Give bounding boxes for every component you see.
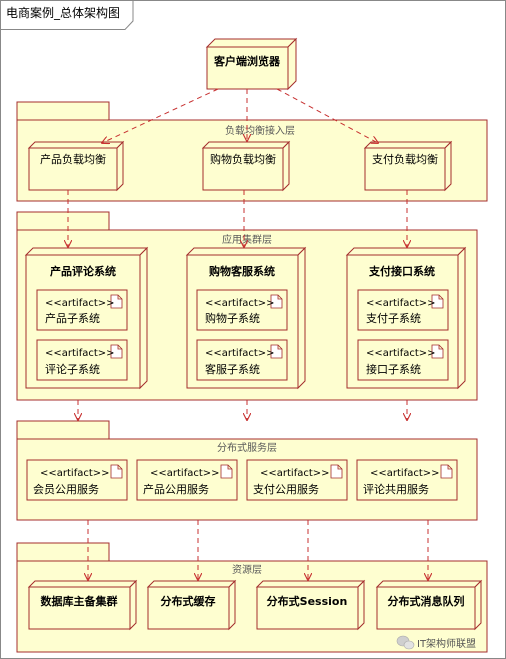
service-artifact: <<artifact>> 产品公用服务 [136,459,238,501]
service-label: 会员公用服务 [33,483,99,496]
artifact-label: 客服子系统 [205,362,260,376]
app-node-title: 产品评论系统 [50,264,116,278]
layer-lb-name: 负载均衡接入层 [225,124,295,137]
app-node-payment-interface: 支付接口系统 <<artifact>> 支付子系统 <<artifact>> 接… [345,246,467,390]
artifact-stereotype: <<artifact>> [45,298,115,309]
resource-node-mq: 分布式消息队列 [375,579,483,631]
artifact-label: 购物子系统 [205,311,260,325]
dependency-arrow [276,88,378,143]
artifact-label: 接口子系统 [366,363,421,376]
artifact-stereotype: <<artifact>> [150,468,220,479]
lb-node-product: 产品负载均衡 [27,140,125,192]
artifact-icon [431,344,444,359]
artifact-icon [270,294,283,309]
artifact-stereotype: <<artifact>> [370,468,440,479]
artifact-stereotype: <<artifact>> [45,348,115,359]
artifact: <<artifact>> 评论子系统 [36,339,128,381]
resource-label: 数据库主备集群 [41,594,118,608]
app-node-shopping-service: 购物客服系统 <<artifact>> 购物子系统 <<artifact>> 客… [185,246,307,390]
layer-load-balancing: 负载均衡接入层 产品负载均衡 购物负载均衡 支付负载均衡 [16,101,488,202]
frame-title: 电商案例_总体架构图 [6,5,120,20]
artifact-stereotype: <<artifact>> [260,468,330,479]
lb-node-label: 购物负载均衡 [210,152,276,166]
app-node-product-review: 产品评论系统 <<artifact>> 产品子系统 <<artifact>> 评… [24,246,149,390]
artifact-icon [330,464,343,479]
layer-svc-name: 分布式服务层 [217,441,277,454]
dependency-arrow [102,88,219,143]
wechat-icon [396,635,415,650]
resource-node-session: 分布式Session [255,579,366,631]
lb-node-payment: 支付负载均衡 [363,140,453,192]
artifact: <<artifact>> 接口子系统 [357,339,449,381]
artifact-icon [110,294,123,309]
resource-label: 分布式消息队列 [388,594,465,608]
artifact-label: 产品子系统 [45,311,100,325]
resource-label: 分布式Session [267,594,348,608]
service-label: 评论共用服务 [363,482,429,496]
artifact-icon [440,464,453,479]
lb-node-label: 产品负载均衡 [40,152,106,166]
layer-resources: 资源层 数据库主备集群 分布式缓存 分布式Session 分布式消息队列 [16,542,488,653]
service-artifact: <<artifact>> 会员公用服务 [26,459,128,501]
artifact-stereotype: <<artifact>> [40,468,110,479]
artifact-label: 支付子系统 [366,312,421,325]
artifact-label: 评论子系统 [45,362,100,376]
resource-node-db: 数据库主备集群 [27,579,138,631]
dependencies [68,88,428,580]
service-artifact: <<artifact>> 支付公用服务 [246,459,348,501]
artifact: <<artifact>> 购物子系统 [196,289,288,331]
resource-node-cache: 分布式缓存 [146,579,237,631]
artifact-icon [270,344,283,359]
lb-node-label: 支付负载均衡 [372,152,438,166]
resource-label: 分布式缓存 [161,594,216,608]
artifact-stereotype: <<artifact>> [205,348,275,359]
service-label: 产品公用服务 [143,482,209,496]
artifact: <<artifact>> 产品子系统 [36,289,128,331]
service-artifact: <<artifact>> 评论共用服务 [356,459,458,501]
lb-node-shopping: 购物负载均衡 [201,140,291,192]
service-label: 支付公用服务 [253,483,319,496]
artifact-icon [220,464,233,479]
layer-app-cluster: 应用集群层 产品评论系统 <<artifact>> 产品子系统 <<artifa… [16,211,478,401]
watermark: IT架构师联盟 [396,635,476,650]
artifact: <<artifact>> 支付子系统 [357,289,449,331]
artifact: <<artifact>> 客服子系统 [196,339,288,381]
layer-distributed-services: 分布式服务层 <<artifact>> 会员公用服务 <<artifact>> … [16,420,478,521]
artifact-icon [110,344,123,359]
app-node-title: 购物客服系统 [209,264,275,278]
artifact-icon [110,464,123,479]
layer-res-name: 资源层 [232,563,262,576]
artifact-stereotype: <<artifact>> [205,298,275,309]
watermark-text: IT架构师联盟 [417,637,476,650]
layer-app-name: 应用集群层 [222,233,272,246]
app-node-title: 支付接口系统 [368,264,435,278]
artifact-stereotype: <<artifact>> [366,298,436,309]
artifact-stereotype: <<artifact>> [366,348,436,359]
browser-label: 客户端浏览器 [213,54,281,68]
browser-node: 客户端浏览器 [205,37,298,91]
artifact-icon [431,294,444,309]
